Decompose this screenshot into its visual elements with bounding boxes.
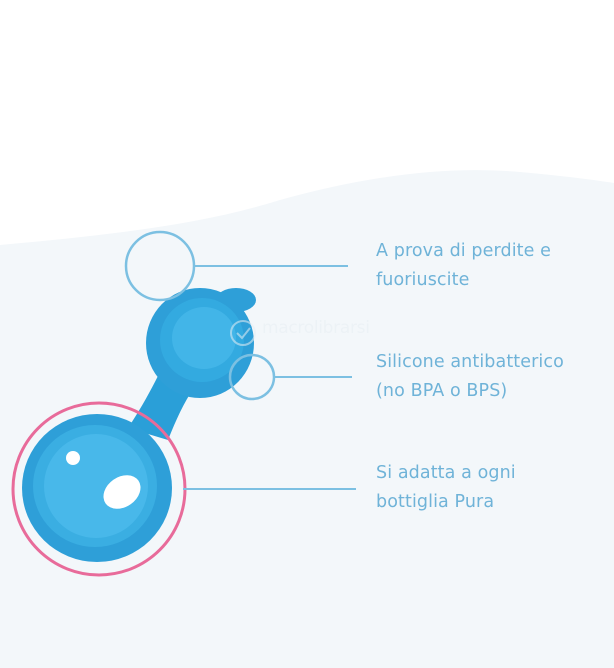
small-hole — [66, 451, 80, 465]
spout-hole — [103, 475, 141, 509]
feature-label-line: fuoriuscite — [376, 270, 470, 290]
watermark-logo-icon — [230, 320, 256, 346]
silicone-cap — [22, 288, 256, 562]
feature-label-line: A prova di perdite e — [376, 241, 552, 261]
feature-label-line: (no BPA o BPS) — [376, 381, 508, 401]
background-wave — [0, 170, 614, 668]
feature-label-line: Si adatta a ogni — [376, 463, 516, 483]
feature-label-fit: Si adatta a ogni bottiglia Pura — [376, 459, 606, 517]
callout-circle-1 — [124, 230, 196, 302]
watermark: macrolibrarsi — [228, 318, 398, 354]
feature-label-silicone: Silicone antibatterico (no BPA o BPS) — [376, 348, 606, 406]
upper-lid-center — [172, 307, 236, 369]
feature-label-leakproof: A prova di perdite e fuoriuscite — [376, 237, 606, 295]
feature-label-line: Silicone antibatterico — [376, 352, 564, 372]
feature-label-line: bottiglia Pura — [376, 492, 495, 512]
watermark-brand: macrolibrarsi — [262, 318, 370, 338]
